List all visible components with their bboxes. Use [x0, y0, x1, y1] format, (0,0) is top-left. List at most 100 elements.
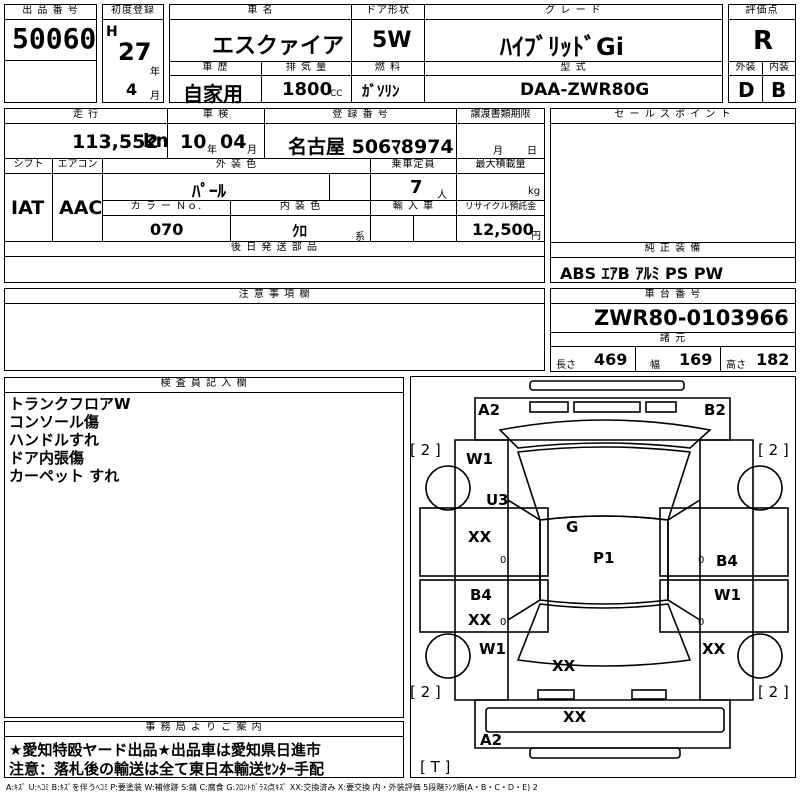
interior-grade: B — [771, 78, 787, 102]
mark-xx-e: XX — [563, 708, 587, 726]
mark-bracket-tr: [ 2 ] — [758, 441, 789, 459]
mark-b4-left: B4 — [470, 586, 492, 604]
color-no: 070 — [150, 220, 184, 239]
legend: A:ｷｽﾞ U:ﾍｺﾐ B:ｷｽﾞを伴うﾍｺﾐ P:要塗装 W:補修跡 S:錆 … — [6, 783, 538, 792]
capacity-unit: 人 — [437, 190, 447, 201]
month-unit: 月 — [150, 91, 160, 102]
ac: AAC — [59, 197, 103, 219]
wheel-front-right — [737, 465, 783, 511]
mark-zero-left: 0 — [500, 555, 506, 566]
rear-glass — [516, 603, 692, 667]
mark-a2-bottom: A2 — [480, 731, 502, 749]
height: 182 — [756, 350, 790, 369]
inspection-month-unit: 月 — [247, 145, 257, 156]
width-label: 幅 — [650, 360, 660, 371]
a-pillar-left — [507, 499, 541, 621]
eval-score: R — [753, 26, 774, 56]
inspector-note: ハンドルすれ — [9, 431, 100, 449]
width-cell — [635, 346, 721, 372]
displacement: 1800 — [282, 79, 333, 100]
reg-no: 名古屋 506ﾏ8974 — [288, 136, 454, 158]
door: 5W — [372, 28, 412, 53]
mark-u3: U3 — [486, 491, 509, 509]
exterior-color-extra — [329, 173, 371, 201]
body-left — [454, 439, 509, 701]
rear-bumper — [529, 747, 681, 759]
grille — [573, 401, 641, 413]
recycle-unit: 円 — [531, 231, 541, 242]
mark-g: G — [566, 518, 578, 536]
car-name-cell — [169, 19, 352, 62]
year-unit: 年 — [150, 67, 160, 78]
door-front-left — [419, 507, 549, 577]
caution-area — [4, 303, 545, 371]
wheel-front-left — [425, 465, 471, 511]
later-parts-area — [4, 256, 545, 283]
recycle: 12,500 — [472, 220, 534, 239]
model: DAA-ZWR80G — [520, 80, 650, 100]
lot-no: 50060 — [12, 22, 97, 55]
length-cell — [550, 346, 636, 372]
length: 469 — [594, 350, 628, 369]
mark-bracket-bl: [ 2 ] — [410, 683, 441, 701]
mark-xx-b: XX — [468, 611, 492, 629]
fuel-cell — [351, 75, 425, 103]
inspector-note: カーペット すれ — [9, 467, 120, 485]
mark-b2-top: B2 — [704, 401, 726, 419]
shift-cell — [4, 173, 53, 242]
mark-zero-right-2: 0 — [698, 617, 704, 628]
history: 自家用 — [183, 82, 243, 106]
model-cell — [424, 75, 723, 103]
car-name: エスクァイア — [212, 34, 345, 59]
hood — [498, 419, 712, 449]
fuel: ｶﾞｿﾘﾝ — [362, 82, 400, 100]
mileage-cell — [4, 123, 168, 159]
width: 169 — [679, 350, 713, 369]
windshield — [516, 446, 692, 521]
exterior-grade-cell — [728, 75, 763, 103]
history-cell — [169, 75, 262, 103]
eval-cell — [728, 19, 796, 62]
mark-b4-right: B4 — [716, 552, 738, 570]
first-reg-year: 27 — [118, 38, 152, 66]
color-no-cell — [102, 215, 231, 242]
sales-point-area — [550, 123, 796, 243]
era: H — [106, 24, 118, 40]
mark-zero-right: 0 — [698, 555, 704, 566]
height-cell — [720, 346, 796, 372]
office-area — [4, 736, 404, 778]
inspector-area — [4, 392, 404, 718]
transfer-month-unit: 月 — [493, 146, 503, 157]
rear-outline — [474, 699, 731, 749]
mark-a2-top: A2 — [478, 401, 500, 419]
grade: ﾊｲﾌﾞﾘｯﾄﾞGi — [500, 33, 624, 61]
mark-xx-a: XX — [468, 528, 492, 546]
a-pillar-right — [667, 499, 701, 621]
height-label: 高さ — [726, 360, 746, 371]
inspector-note: トランクフロアW — [9, 395, 131, 413]
front-bumper — [529, 380, 685, 391]
import-cell-b — [413, 215, 457, 242]
wheel-rear-left — [425, 633, 471, 679]
mark-p1: P1 — [593, 549, 614, 567]
door-rear-right — [659, 579, 789, 633]
inspection-month: 04 — [220, 131, 247, 153]
mark-zero-left-2: 0 — [500, 617, 506, 628]
office-line-2: 注意：落札後の輸送は全て東日本輸送ｾﾝﾀｰ手配 — [9, 760, 325, 778]
exterior-color: ﾊﾟｰﾙ — [192, 182, 226, 202]
lot-no-cell — [4, 19, 97, 61]
equipment-cell — [550, 257, 796, 283]
capacity: 7 — [410, 177, 423, 198]
door-rear-left — [419, 579, 549, 633]
body-right — [699, 439, 754, 701]
inspector-note: コンソール傷 — [9, 413, 100, 431]
rear-hatch — [485, 707, 725, 733]
wheel-rear-right — [737, 633, 783, 679]
front-light-right — [645, 401, 677, 413]
office-line-1: ★愛知特殴ヤード出品★出品車は愛知県日進市 — [9, 741, 321, 759]
transfer-day-unit: 日 — [527, 146, 537, 157]
mark-bracket-tl: [ 2 ] — [410, 441, 441, 459]
mark-xx-d: XX — [702, 640, 726, 658]
max-load-unit: kg — [528, 186, 541, 197]
